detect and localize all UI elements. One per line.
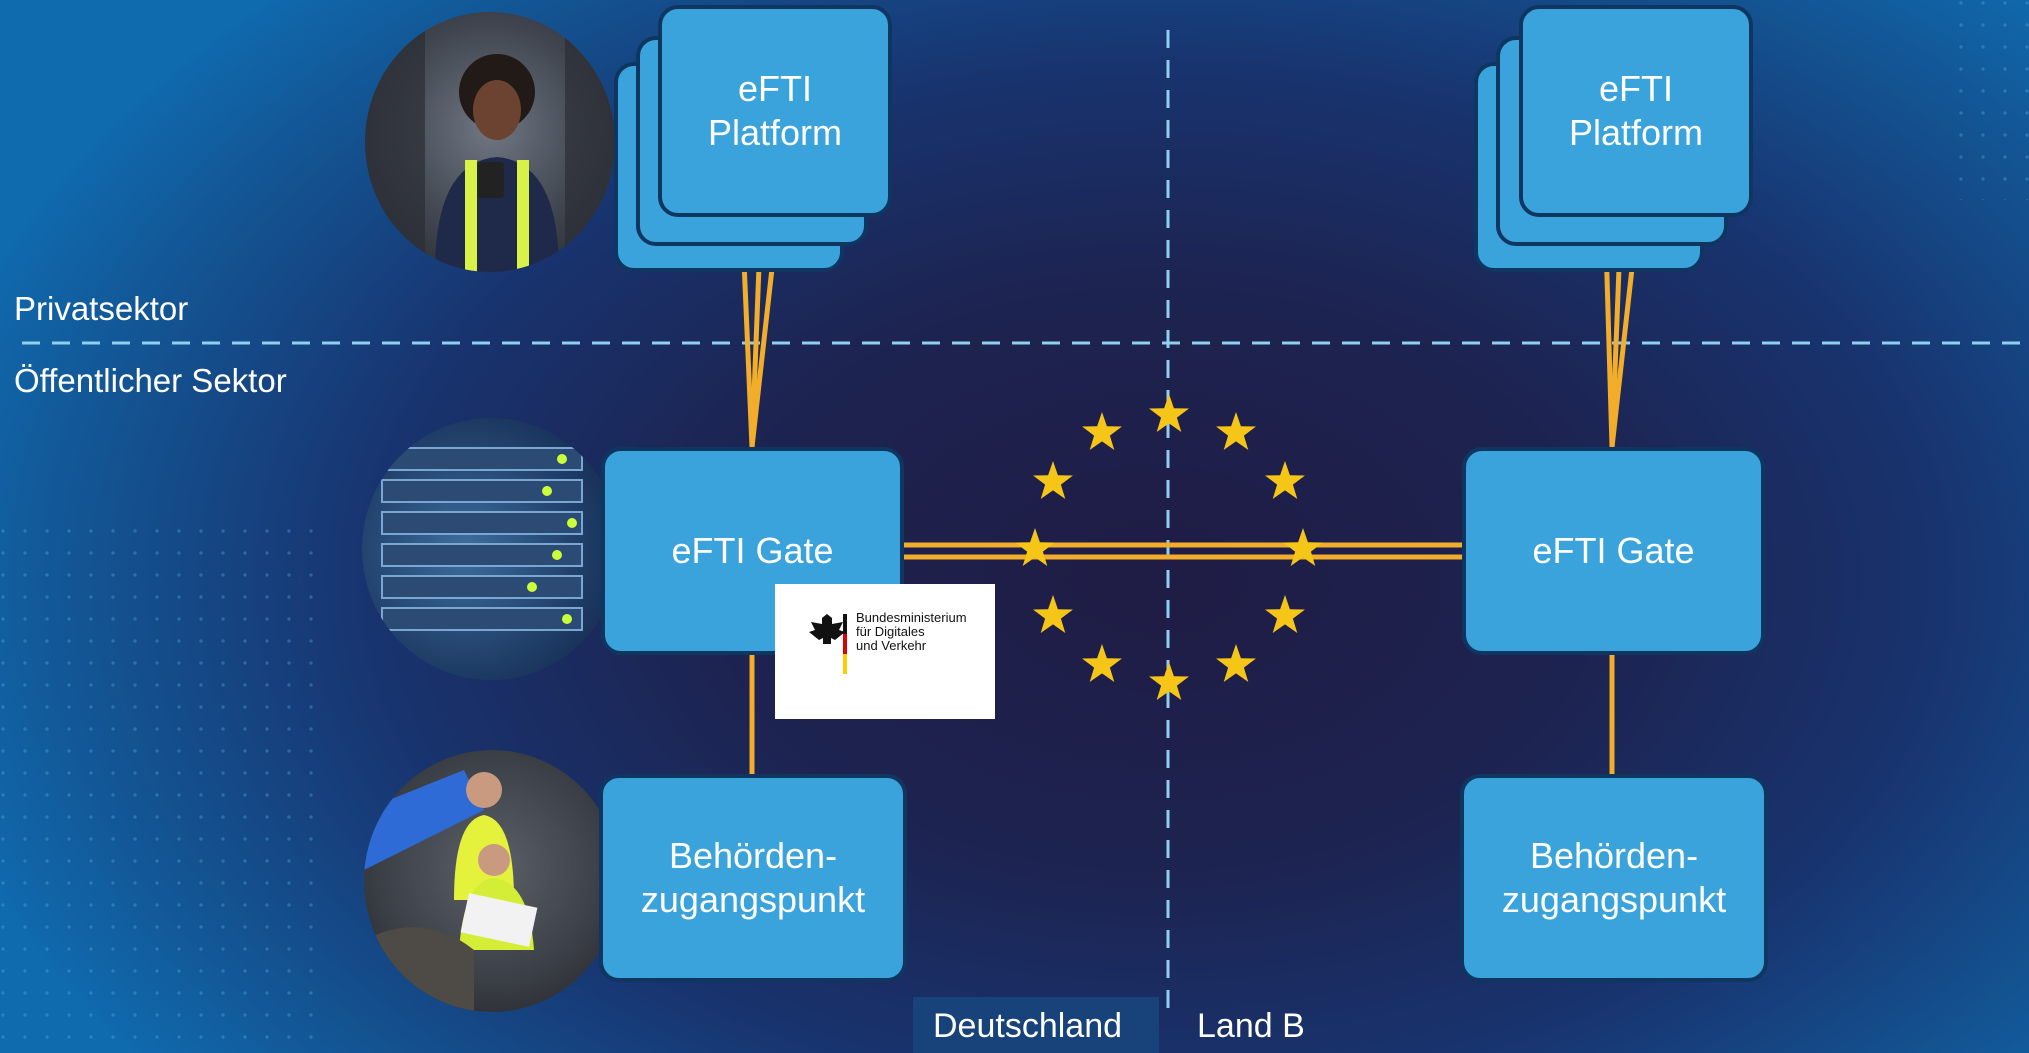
inspection-officers-photo bbox=[364, 750, 620, 1012]
country-label-b: Land B bbox=[1183, 997, 1383, 1053]
authority-access-point-b[interactable]: Behörden- zugangspunkt bbox=[1460, 774, 1768, 982]
eu-star bbox=[1149, 662, 1189, 700]
private-sector-label: Privatsektor bbox=[14, 290, 189, 327]
dot-pattern-right bbox=[1950, 0, 2029, 200]
eu-star bbox=[1149, 394, 1189, 432]
authority-access-point-b-label: Behörden- zugangspunkt bbox=[1501, 835, 1727, 920]
authority-access-point-de-label: Behörden- zugangspunkt bbox=[640, 835, 866, 920]
eu-star bbox=[1283, 528, 1323, 566]
ministry-logo: Bundesministerium für Digitales und Verk… bbox=[775, 584, 995, 719]
eu-star bbox=[1033, 595, 1073, 633]
public-sector-label: Öffentlicher Sektor bbox=[14, 362, 287, 399]
efti-platform-de-label: eFTI Platform bbox=[707, 68, 843, 153]
dot-pattern-left bbox=[0, 520, 330, 1053]
country-label-de-text: Deutschland bbox=[933, 1007, 1123, 1045]
eu-star bbox=[1082, 412, 1122, 450]
eu-star bbox=[1082, 644, 1122, 682]
ministry-logo-text: Bundesministerium für Digitales und Verk… bbox=[856, 610, 967, 653]
platform-gate-link-de bbox=[749, 239, 763, 448]
efti-platform-de[interactable]: eFTI Platform bbox=[658, 5, 892, 217]
eu-star bbox=[1033, 461, 1073, 499]
efti-gate-de-label: eFTI Gate bbox=[671, 530, 834, 571]
efti-platform-b-label: eFTI Platform bbox=[1568, 68, 1704, 153]
eu-star bbox=[1265, 595, 1305, 633]
federal-eagle-icon bbox=[809, 614, 847, 674]
eu-star bbox=[1015, 528, 1055, 566]
efti-gate-b-label: eFTI Gate bbox=[1532, 530, 1695, 571]
efti-gate-de[interactable]: eFTI Gate bbox=[601, 447, 904, 655]
authority-access-point-de[interactable]: Behörden- zugangspunkt bbox=[599, 774, 907, 982]
eu-star bbox=[1265, 461, 1305, 499]
server-rack-photo bbox=[362, 418, 620, 680]
efti-gate-b[interactable]: eFTI Gate bbox=[1462, 447, 1765, 655]
eu-star bbox=[1216, 412, 1256, 450]
eu-star bbox=[1216, 644, 1256, 682]
efti-platform-b[interactable]: eFTI Platform bbox=[1519, 5, 1753, 217]
country-label-b-text: Land B bbox=[1197, 1007, 1305, 1045]
country-label-de: Deutschland bbox=[913, 997, 1159, 1053]
